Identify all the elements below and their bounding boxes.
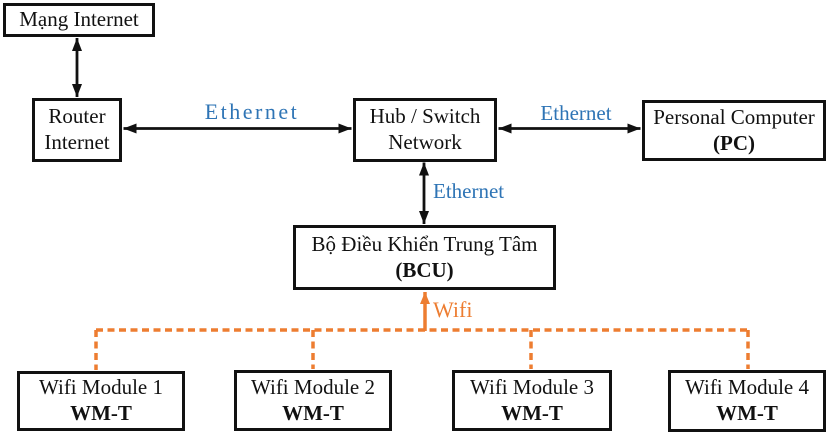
- node-wifi-module-1-code: WM-T: [70, 401, 132, 425]
- node-wifi-module-3-name: Wifi Module 3: [470, 374, 594, 399]
- node-wifi-module-4: Wifi Module 4 WM-T: [668, 370, 826, 432]
- node-wifi-module-4-code: WM-T: [716, 401, 778, 425]
- node-personal-computer: Personal Computer (PC): [642, 100, 826, 161]
- node-wifi-module-2: Wifi Module 2 WM-T: [234, 370, 392, 431]
- node-wifi-module-3: Wifi Module 3 WM-T: [452, 370, 612, 431]
- node-wifi-module-4-name: Wifi Module 4: [685, 375, 809, 400]
- node-mang-internet: Mạng Internet: [3, 3, 155, 37]
- node-bcu: Bộ Điều Khiển Trung Tâm (BCU): [293, 225, 556, 290]
- node-mang-internet-label: Mạng Internet: [19, 7, 139, 32]
- node-pc-name: Personal Computer: [653, 104, 815, 129]
- label-wifi: Wifi: [433, 297, 473, 322]
- label-ethernet-hub-pc: Ethernet: [540, 101, 612, 125]
- node-hub-line2: Network: [388, 130, 462, 154]
- node-wifi-module-2-code: WM-T: [282, 400, 344, 425]
- node-router-internet: Router Internet: [32, 98, 122, 162]
- node-wifi-module-2-name: Wifi Module 2: [251, 374, 375, 399]
- node-wifi-module-3-code: WM-T: [501, 400, 563, 425]
- label-ethernet-router-hub: Ethernet: [204, 99, 300, 124]
- node-router-line2: Internet: [44, 130, 110, 154]
- node-router-line1: Router: [48, 104, 106, 129]
- node-hub-line1: Hub / Switch: [369, 104, 481, 129]
- node-bcu-code: (BCU): [395, 257, 454, 282]
- node-wifi-module-1: Wifi Module 1 WM-T: [17, 371, 185, 431]
- node-bcu-name: Bộ Điều Khiển Trung Tâm: [311, 231, 538, 256]
- label-ethernet-hub-bcu: Ethernet: [433, 179, 505, 203]
- node-hub-switch: Hub / Switch Network: [353, 98, 497, 162]
- node-wifi-module-1-name: Wifi Module 1: [39, 375, 163, 400]
- node-pc-code: (PC): [713, 130, 755, 155]
